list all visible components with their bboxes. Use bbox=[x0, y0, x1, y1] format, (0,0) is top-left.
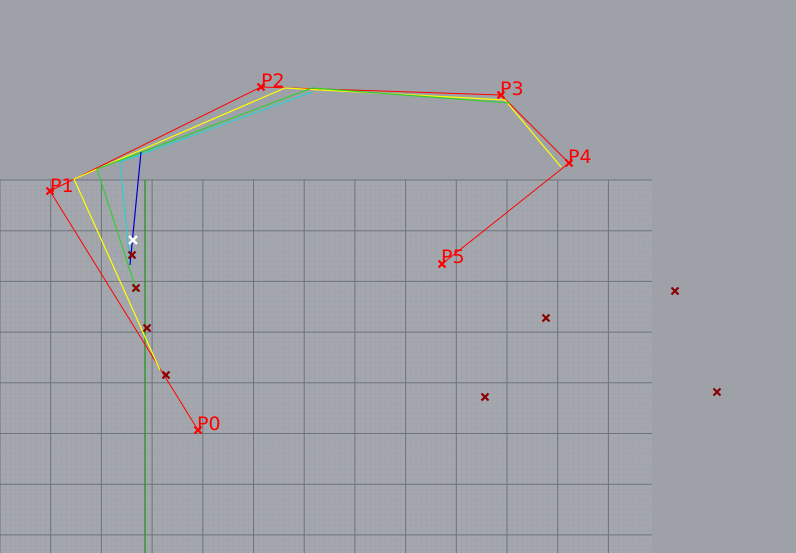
label-p4: P4 bbox=[568, 146, 592, 168]
decasteljau-level-1 bbox=[73, 87, 562, 371]
sample-marker bbox=[161, 370, 171, 380]
label-p5: P5 bbox=[441, 246, 465, 268]
decasteljau-level-3 bbox=[119, 91, 313, 264]
label-p2: P2 bbox=[261, 70, 285, 92]
decasteljau-level-4 bbox=[129, 151, 142, 266]
control-point-labels: P0 P1 P2 P3 P4 P5 bbox=[50, 70, 592, 435]
control-point-marker-p4 bbox=[564, 158, 574, 168]
sample-marker bbox=[131, 283, 141, 293]
label-p1: P1 bbox=[50, 175, 74, 197]
sample-marker bbox=[541, 313, 551, 323]
label-p3: P3 bbox=[500, 78, 524, 100]
sample-marker bbox=[127, 250, 137, 260]
curve-sample-markers bbox=[127, 250, 722, 402]
control-point-marker-p2 bbox=[256, 82, 266, 92]
sample-marker bbox=[142, 323, 152, 333]
control-point-marker-p1 bbox=[45, 186, 55, 196]
label-p0: P0 bbox=[197, 413, 221, 435]
sample-marker bbox=[670, 286, 680, 296]
decasteljau-level-2 bbox=[96, 87, 511, 293]
curve-point-marker[interactable] bbox=[128, 235, 138, 245]
control-polygon bbox=[49, 86, 570, 431]
sample-marker bbox=[480, 392, 490, 402]
control-point-markers[interactable] bbox=[45, 82, 574, 435]
sample-marker bbox=[712, 387, 722, 397]
construction-grid bbox=[0, 179, 652, 553]
control-point-marker-p5 bbox=[437, 259, 447, 269]
control-point-marker-p0 bbox=[193, 425, 203, 435]
control-point-marker-p3 bbox=[496, 90, 506, 100]
